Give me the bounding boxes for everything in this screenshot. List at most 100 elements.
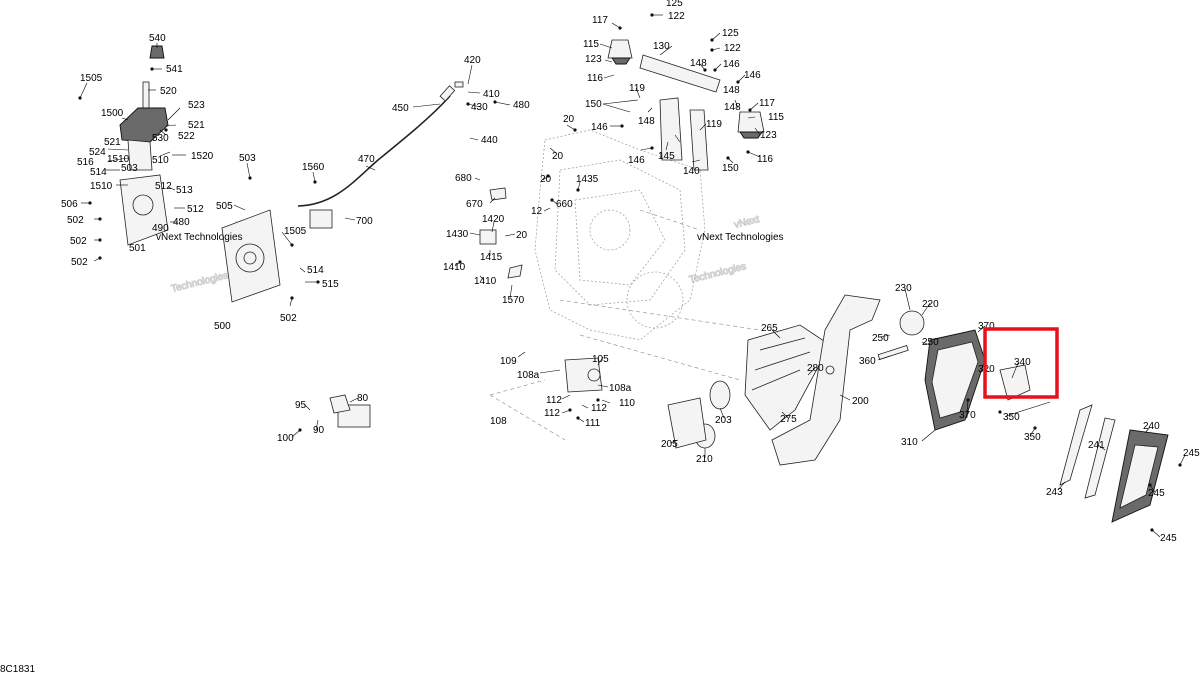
callout-108a[interactable]: 108a	[517, 370, 540, 381]
callout-20[interactable]: 20	[552, 151, 564, 162]
callout-241[interactable]: 241	[1088, 440, 1105, 451]
callout-524[interactable]: 524	[89, 147, 106, 158]
callout-243[interactable]: 243	[1046, 487, 1063, 498]
callout-12[interactable]: 12	[531, 206, 543, 217]
callout-480[interactable]: 480	[513, 100, 530, 111]
callout-502[interactable]: 502	[280, 313, 297, 324]
callout-80[interactable]: 80	[357, 393, 369, 404]
callout-140[interactable]: 140	[683, 166, 700, 177]
callout-350[interactable]: 350	[1024, 432, 1041, 443]
callout-20[interactable]: 20	[540, 174, 552, 185]
callout-370[interactable]: 370	[959, 410, 976, 421]
callout-112[interactable]: 112	[544, 408, 560, 419]
callout-122[interactable]: 122	[668, 11, 685, 22]
callout-148[interactable]: 148	[724, 102, 741, 113]
callout-510[interactable]: 510	[152, 155, 169, 166]
callout-130[interactable]: 130	[653, 41, 670, 52]
callout-240[interactable]: 240	[1143, 421, 1160, 432]
callout-1520[interactable]: 1520	[191, 151, 214, 162]
callout-1510[interactable]: 1510	[90, 181, 113, 192]
callout-470[interactable]: 470	[358, 154, 375, 165]
callout-125[interactable]: 125	[666, 0, 683, 9]
callout-112[interactable]: 112	[591, 403, 607, 414]
callout-520[interactable]: 520	[160, 86, 177, 97]
callout-148[interactable]: 148	[690, 58, 707, 69]
callout-146[interactable]: 146	[591, 122, 608, 133]
callout-119[interactable]: 119	[629, 83, 645, 94]
callout-115[interactable]: 115	[768, 112, 784, 123]
callout-522[interactable]: 522	[178, 131, 195, 142]
callout-506[interactable]: 506	[61, 199, 78, 210]
callout-450[interactable]: 450	[392, 103, 409, 114]
callout-20[interactable]: 20	[563, 114, 575, 125]
callout-540[interactable]: 540	[149, 33, 166, 44]
callout-420[interactable]: 420	[464, 55, 481, 66]
callout-205[interactable]: 205	[661, 439, 678, 450]
callout-501[interactable]: 501	[129, 243, 146, 254]
callout-250[interactable]: 250	[922, 337, 939, 348]
callout-111[interactable]: 111	[585, 418, 601, 429]
callout-250[interactable]: 250	[872, 333, 889, 344]
callout-1510[interactable]: 1510	[107, 154, 130, 165]
callout-110[interactable]: 110	[619, 398, 635, 409]
callout-150[interactable]: 150	[722, 163, 739, 174]
callout-514[interactable]: 514	[307, 265, 324, 276]
callout-660[interactable]: 660	[556, 199, 573, 210]
callout-430[interactable]: 430	[471, 102, 488, 113]
callout-502[interactable]: 502	[70, 236, 87, 247]
callout-125[interactable]: 125	[722, 28, 739, 39]
callout-523[interactable]: 523	[188, 100, 205, 111]
callout-230[interactable]: 230	[895, 283, 912, 294]
callout-150[interactable]: 150	[585, 99, 602, 110]
callout-90[interactable]: 90	[313, 425, 325, 436]
callout-123[interactable]: 123	[760, 130, 777, 141]
callout-503[interactable]: 503	[121, 163, 138, 174]
callout-1505[interactable]: 1505	[80, 73, 103, 84]
callout-360[interactable]: 360	[859, 356, 876, 367]
callout-1415[interactable]: 1415	[480, 252, 503, 263]
callout-116[interactable]: 116	[587, 73, 603, 84]
callout-220[interactable]: 220	[922, 299, 939, 310]
callout-1500[interactable]: 1500	[101, 108, 124, 119]
callout-505[interactable]: 505	[216, 201, 233, 212]
callout-410[interactable]: 410	[483, 89, 500, 100]
callout-1560[interactable]: 1560	[302, 162, 325, 173]
callout-108a[interactable]: 108a	[609, 383, 632, 394]
callout-515[interactable]: 515	[322, 279, 339, 290]
callout-502[interactable]: 502	[71, 257, 88, 268]
callout-500[interactable]: 500	[214, 321, 231, 332]
callout-513[interactable]: 513	[176, 185, 193, 196]
callout-502[interactable]: 502	[67, 215, 84, 226]
callout-105[interactable]: 105	[592, 354, 609, 365]
callout-700[interactable]: 700	[356, 216, 373, 227]
callout-210[interactable]: 210	[696, 454, 713, 465]
callout-1420[interactable]: 1420	[482, 214, 505, 225]
callout-514[interactable]: 514	[90, 167, 107, 178]
callout-680[interactable]: 680	[455, 173, 472, 184]
callout-200[interactable]: 200	[852, 396, 869, 407]
callout-148[interactable]: 148	[638, 116, 655, 127]
callout-117[interactable]: 117	[592, 15, 608, 26]
callout-203[interactable]: 203	[715, 415, 732, 426]
callout-245[interactable]: 245	[1160, 533, 1177, 544]
callout-119[interactable]: 119	[706, 119, 722, 130]
callout-512[interactable]: 512	[155, 181, 172, 192]
callout-245[interactable]: 245	[1183, 448, 1200, 459]
callout-1410[interactable]: 1410	[474, 276, 497, 287]
callout-145[interactable]: 145	[658, 151, 675, 162]
callout-503[interactable]: 503	[239, 153, 256, 164]
callout-122[interactable]: 122	[724, 43, 741, 54]
callout-95[interactable]: 95	[295, 400, 307, 411]
callout-1430[interactable]: 1430	[446, 229, 469, 240]
callout-265[interactable]: 265	[761, 323, 778, 334]
callout-245[interactable]: 245	[1148, 488, 1165, 499]
callout-20[interactable]: 20	[516, 230, 528, 241]
callout-146[interactable]: 146	[628, 155, 645, 166]
callout-310[interactable]: 310	[901, 437, 918, 448]
callout-1410[interactable]: 1410	[443, 262, 466, 273]
callout-490[interactable]: 490	[152, 223, 169, 234]
callout-146[interactable]: 146	[744, 70, 761, 81]
callout-521[interactable]: 521	[104, 137, 121, 148]
callout-480[interactable]: 480	[173, 217, 190, 228]
callout-670[interactable]: 670	[466, 199, 483, 210]
